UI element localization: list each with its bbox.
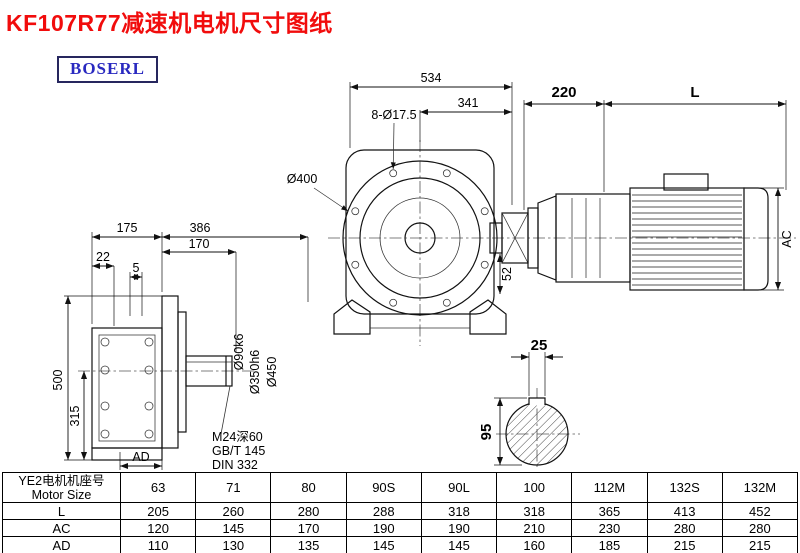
dim-534-label: 534 xyxy=(421,71,442,85)
table-header-row: YE2电机机座号 Motor Size 63 71 80 90S 90L 100… xyxy=(2,472,799,503)
motor-cooling-fins xyxy=(632,190,742,288)
table-cell: 160 xyxy=(496,536,573,553)
flange-dia-label: Ø450 xyxy=(265,357,279,388)
table-cell: 413 xyxy=(646,502,723,520)
motor-size-header-cell: YE2电机机座号 Motor Size xyxy=(2,472,121,503)
shaft-dia-label: Ø90k6 xyxy=(232,334,246,371)
table-cell: 215 xyxy=(646,536,723,553)
table-cell: 145 xyxy=(345,536,422,553)
dim-170-label: 170 xyxy=(189,237,210,251)
table-cell: 288 xyxy=(345,502,422,520)
table-cell: 145 xyxy=(195,519,272,537)
row-label: L xyxy=(2,502,121,520)
front-view xyxy=(333,149,507,335)
table-cell: 170 xyxy=(270,519,347,537)
motor-side-view xyxy=(489,173,769,291)
output-shaft xyxy=(185,355,233,387)
table-row-L: L 205 260 280 288 318 318 365 413 452 xyxy=(2,502,799,520)
size-column-header: 112M xyxy=(571,472,648,503)
size-column-header: 80 xyxy=(270,472,347,503)
table-cell: 260 xyxy=(195,502,272,520)
table-cell: 318 xyxy=(420,502,498,520)
table-cell: 120 xyxy=(119,519,197,537)
motor-dimensions: 220 L AC xyxy=(523,84,794,291)
table-row-AD: AD 110 130 135 145 145 160 185 215 215 xyxy=(2,536,799,553)
table-cell: 452 xyxy=(721,502,799,520)
technical-drawing-canvas: 534 341 8-Ø17.5 Ø400 52 xyxy=(51,71,796,470)
brand-logo: BOSERL xyxy=(57,56,158,83)
table-cell: 190 xyxy=(420,519,498,537)
dia-400-label: Ø400 xyxy=(287,172,318,186)
front-view-dimensions: 534 341 8-Ø17.5 Ø400 52 xyxy=(287,71,514,294)
standard-note-din: DIN 332 xyxy=(212,458,258,470)
table-cell: 130 xyxy=(195,536,272,553)
table-cell: 135 xyxy=(270,536,347,553)
dim-22-label: 22 xyxy=(96,250,110,264)
dim-386-label: 386 xyxy=(190,221,211,235)
table-cell: 110 xyxy=(119,536,197,553)
tap-hole-note: M24深60 xyxy=(212,430,263,444)
table-cell: 365 xyxy=(571,502,648,520)
size-column-header: 71 xyxy=(195,472,272,503)
dim-5-label: 5 xyxy=(133,261,140,275)
shaft-cross-section: 25 95 xyxy=(478,337,569,466)
size-column-header: 63 xyxy=(119,472,197,503)
page-title: KF107R77减速机电机尺寸图纸 xyxy=(6,10,333,36)
dim-315-label: 315 xyxy=(68,406,82,427)
table-cell: 190 xyxy=(345,519,422,537)
dim-l-label: L xyxy=(690,84,699,101)
table-row-AC: AC 120 145 170 190 190 210 230 280 280 xyxy=(2,519,799,537)
gearbox-side-view xyxy=(91,295,233,461)
motor-size-header-en: Motor Size xyxy=(31,487,92,502)
size-column-header: 90S xyxy=(345,472,422,503)
dim-52-label: 52 xyxy=(500,267,514,281)
bolt-holes-label: 8-Ø17.5 xyxy=(371,108,416,122)
key-width-label: 25 xyxy=(531,337,548,354)
dim-175-label: 175 xyxy=(117,221,138,235)
table-cell: 215 xyxy=(721,536,799,553)
table-cell: 280 xyxy=(721,519,799,537)
side-view-dimensions: 175 386 170 22 5 500 315 AD Ø90k6 Ø350h6… xyxy=(51,221,309,470)
size-column-header: 132S xyxy=(646,472,723,503)
mounting-holes xyxy=(100,337,154,439)
row-label: AD xyxy=(2,536,121,553)
table-cell: 230 xyxy=(571,519,648,537)
shaft-height-label: 95 xyxy=(478,424,495,441)
table-cell: 205 xyxy=(119,502,197,520)
table-cell: 145 xyxy=(420,536,498,553)
table-cell: 210 xyxy=(496,519,573,537)
size-column-header: 90L xyxy=(420,472,498,503)
output-flange xyxy=(161,295,179,449)
table-cell: 280 xyxy=(646,519,723,537)
dim-341-label: 341 xyxy=(458,96,479,110)
table-cell: 280 xyxy=(270,502,347,520)
dim-500-label: 500 xyxy=(51,370,65,391)
flange-bolt-holes xyxy=(351,169,489,307)
motor-dimension-table: YE2电机机座号 Motor Size 63 71 80 90S 90L 100… xyxy=(2,472,799,553)
table-cell: 318 xyxy=(496,502,573,520)
flange-spigot xyxy=(177,311,187,433)
size-column-header: 132M xyxy=(721,472,799,503)
table-cell: 185 xyxy=(571,536,648,553)
dim-220-label: 220 xyxy=(551,84,576,101)
row-label: AC xyxy=(2,519,121,537)
brand-logo-text: BOSERL xyxy=(70,59,145,78)
spigot-dia-label: Ø350h6 xyxy=(248,350,262,395)
motor-size-header-cn: YE2电机机座号 xyxy=(18,473,105,488)
dim-ac-label: AC xyxy=(780,230,794,247)
fan-cover xyxy=(743,187,769,291)
dim-ad-label: AD xyxy=(132,450,149,464)
size-column-header: 100 xyxy=(496,472,573,503)
standard-note-gbt: GB/T 145 xyxy=(212,444,265,458)
keyway xyxy=(528,397,546,405)
